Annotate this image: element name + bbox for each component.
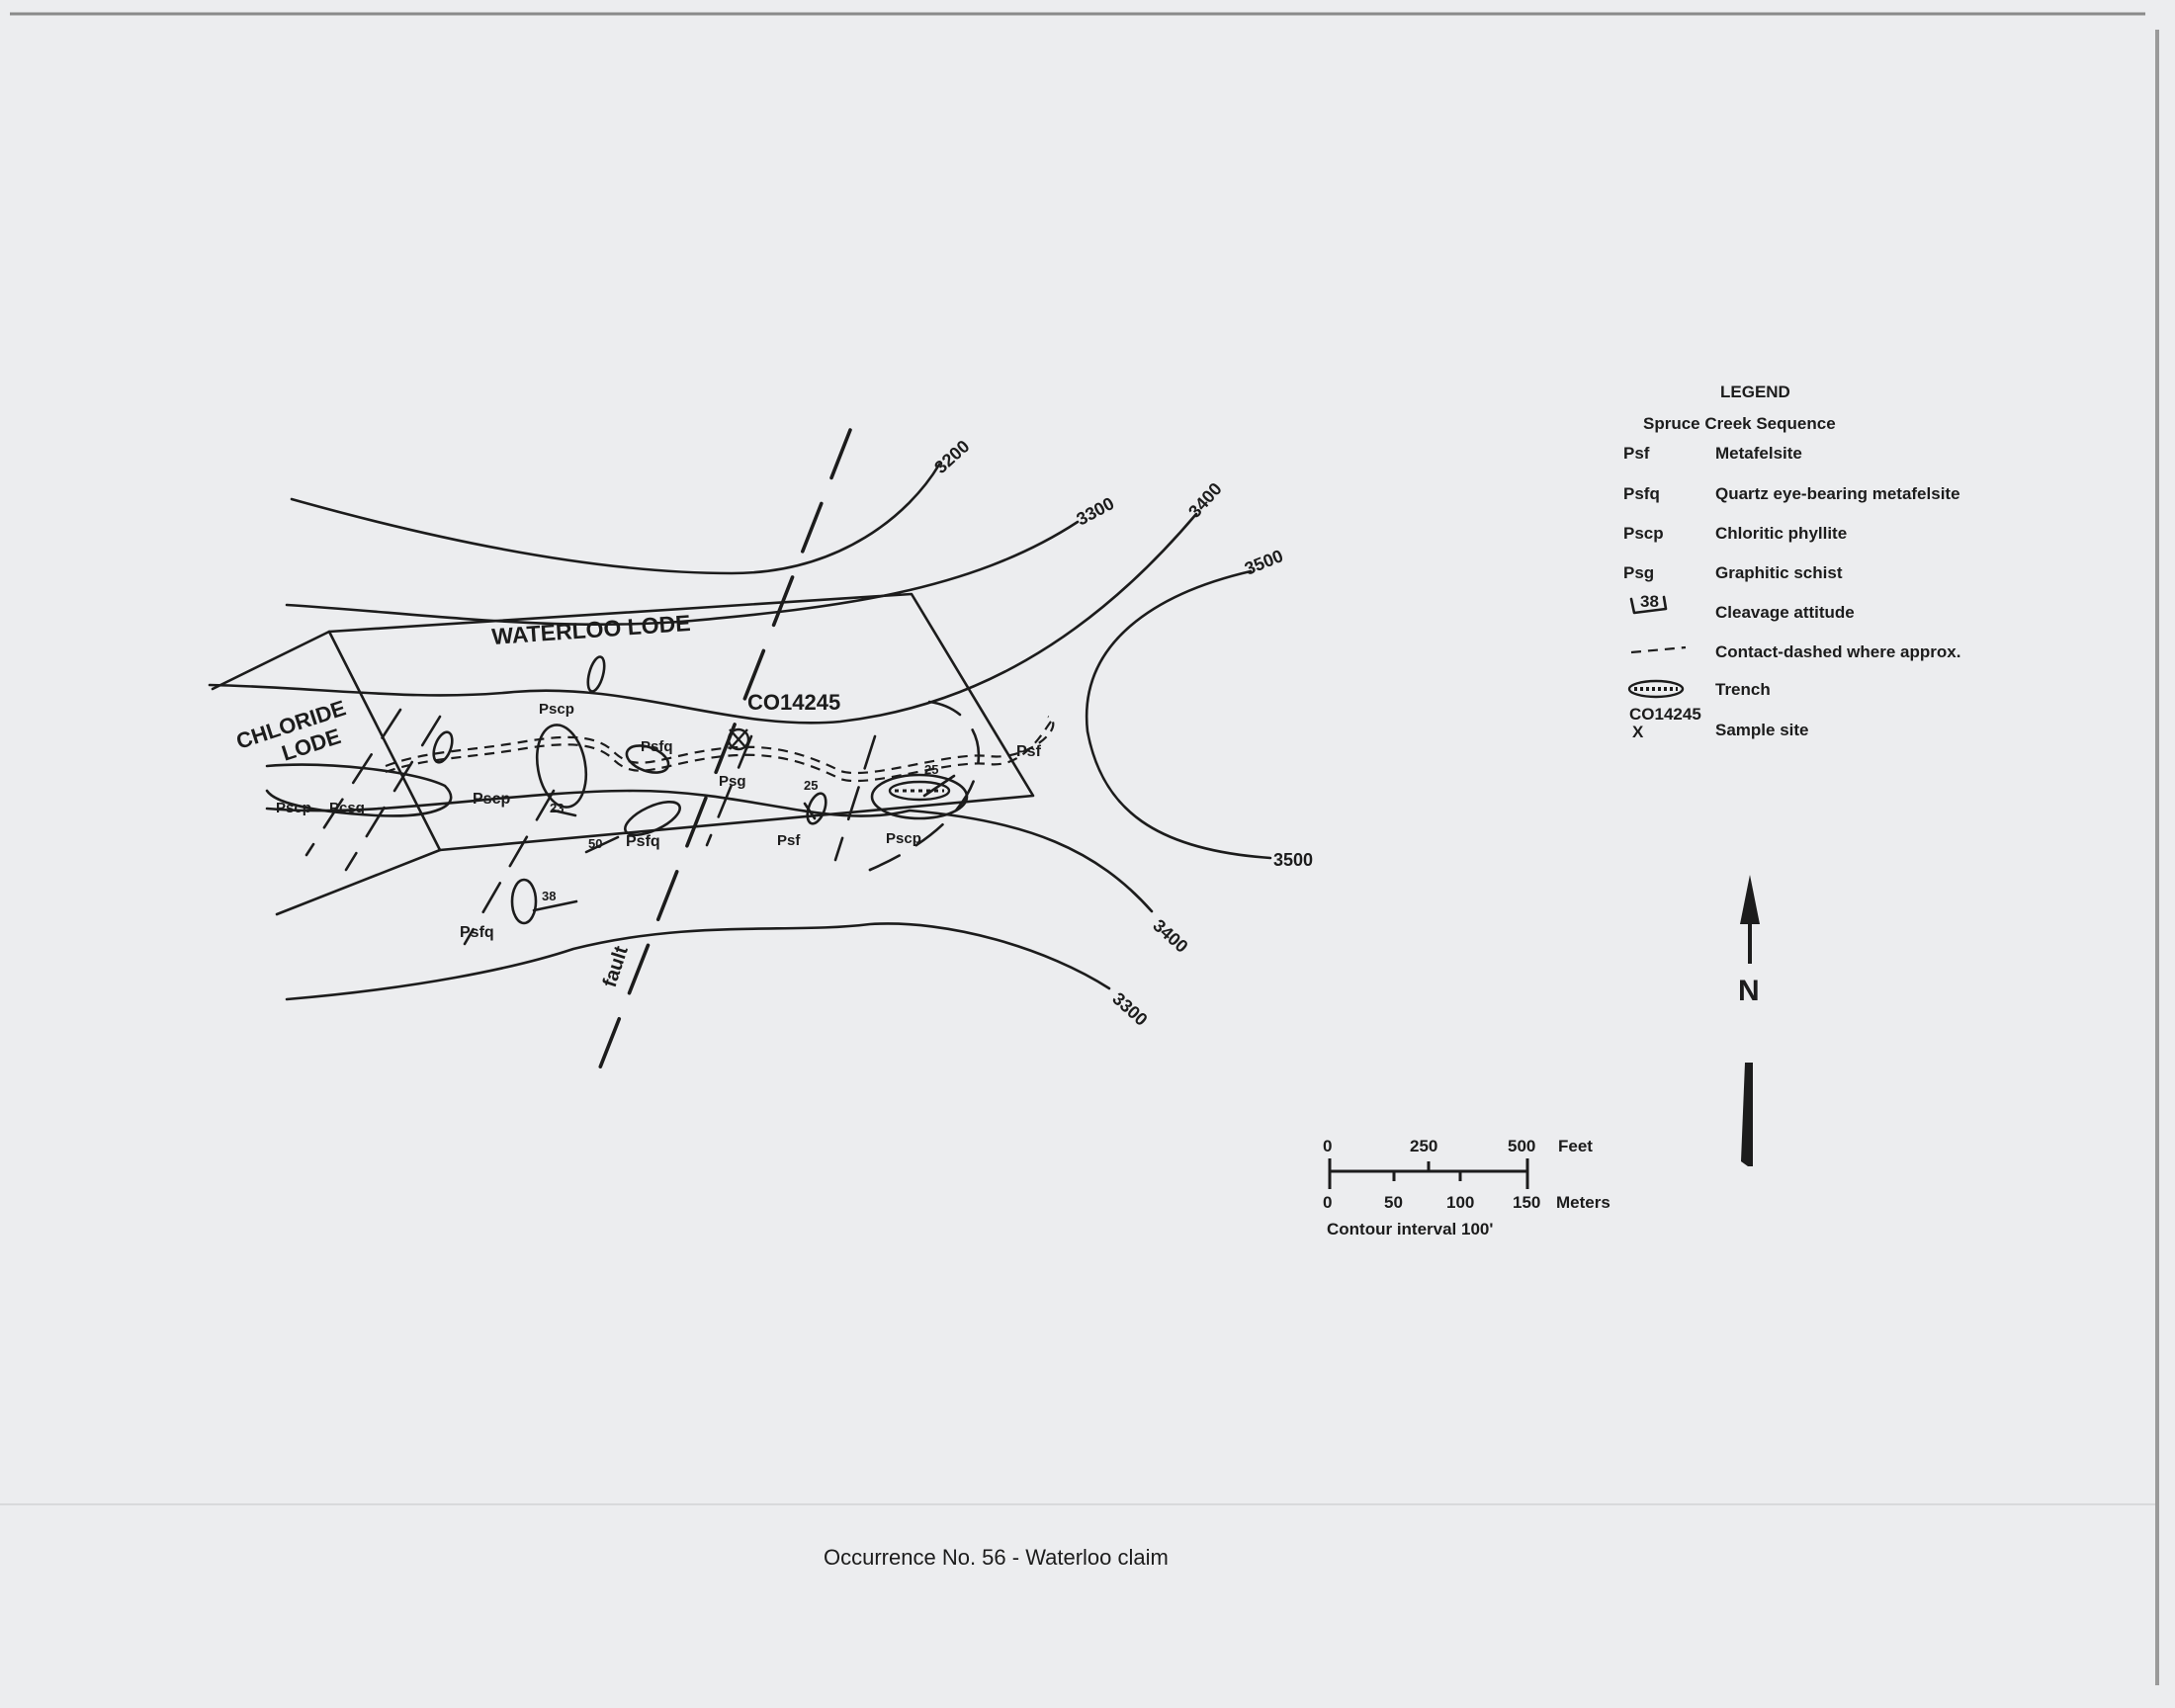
cleavage-tick-23: [552, 809, 577, 817]
figure-caption: Occurrence No. 56 - Waterloo claim: [824, 1545, 1169, 1570]
scale-meters-100: 100: [1446, 1193, 1474, 1212]
legend-code-psg: Psg: [1623, 563, 1654, 582]
sample-site-x: [729, 728, 748, 750]
psf-small-outline: [806, 792, 827, 825]
legend-desc-trench: Trench: [1715, 680, 1771, 699]
unit-label-psf-east: Psf: [1016, 743, 1042, 760]
legend-sample-mark: X: [1632, 723, 1644, 741]
scale-feet-250: 250: [1410, 1137, 1437, 1155]
legend-sample-code: CO14245: [1629, 705, 1701, 724]
legend-desc-sample: Sample site: [1715, 721, 1809, 739]
attitude-label-25-east: 25: [924, 762, 938, 777]
unit-label-pscp-north: Pscp: [539, 701, 574, 718]
contour-label-3300-south: 3300: [1108, 988, 1151, 1030]
map-area: WATERLOO LODE CHLORIDE LODE 3200 3300 34…: [208, 428, 1313, 1074]
psfq-southwest-outline: [510, 878, 538, 925]
legend-cleavage-number: 38: [1640, 592, 1659, 611]
contour-3300-south: [285, 922, 1111, 1001]
unit-label-pscp-west: Pscp: [276, 800, 311, 816]
trench-symbol: [888, 780, 951, 802]
small-outline-west: [432, 730, 454, 764]
lode-south-line: [275, 848, 442, 916]
sample-site-circle: [727, 727, 750, 751]
cleavage-tick-38: [532, 899, 578, 912]
contour-label-3400-north: 3400: [1184, 479, 1226, 522]
unit-label-pcsq: Pcsq: [329, 800, 365, 816]
contour-3400-north: [208, 512, 1198, 725]
unit-label-psf-south: Psf: [777, 832, 801, 849]
attitude-label-23: 23: [550, 801, 564, 815]
unit-label-pscp-east: Pscp: [886, 830, 921, 847]
cleavage-tick-50: [584, 835, 620, 854]
unit-label-psg: Psg: [719, 773, 746, 790]
legend-desc-cleavage: Cleavage attitude: [1715, 603, 1855, 622]
contact-dashed-east: [868, 700, 981, 872]
chloride-lode-boundary: [211, 630, 331, 691]
attitude-label-50: 50: [588, 836, 602, 851]
legend-desc-psfq: Quartz eye-bearing metafelsite: [1715, 484, 1960, 503]
pscp-east-outline: [870, 773, 969, 820]
sample-id-label: CO14245: [747, 690, 840, 715]
scale-feet-unit: Feet: [1558, 1137, 1593, 1155]
contour-label-3200: 3200: [930, 436, 973, 477]
legend-cleavage-symbol: 38: [1629, 592, 1668, 615]
pscp-north-outline: [535, 724, 588, 809]
contour-label-3300-north: 3300: [1073, 493, 1117, 529]
contour-interval-note: Contour interval 100': [1327, 1220, 1493, 1238]
north-arrow: N: [1738, 875, 1760, 1166]
contour-3500: [1085, 569, 1272, 860]
cleavage-east-tick: [922, 774, 956, 798]
contour-label-3500-north: 3500: [1242, 546, 1286, 579]
fault-label: fault: [599, 943, 633, 989]
attitude-label-38: 38: [542, 889, 556, 903]
unit-label-psfq-southwest: Psfq: [460, 924, 494, 941]
legend-sequence: Spruce Creek Sequence: [1643, 414, 1836, 433]
legend-code-pscp: Pscp: [1623, 524, 1664, 543]
scale-meters-unit: Meters: [1556, 1193, 1610, 1212]
contour-3400-south: [265, 789, 1154, 913]
psfq-south-outline: [624, 800, 681, 837]
contact-dashed-3: [463, 789, 556, 946]
legend-code-psf: Psf: [1623, 444, 1650, 463]
legend-trench-symbol: [1627, 679, 1685, 699]
scale-meters-150: 150: [1513, 1193, 1540, 1212]
legend-contact-symbol: [1630, 645, 1687, 654]
legend-code-psfq: Psfq: [1623, 484, 1660, 503]
legend-desc-pscp: Chloritic phyllite: [1715, 524, 1847, 543]
cleavage-tick-25: [803, 802, 817, 820]
scale-meters-0: 0: [1323, 1193, 1332, 1212]
legend: LEGEND Spruce Creek Sequence Psf Metafel…: [1623, 383, 1960, 741]
contact-dashed-1: [304, 708, 402, 857]
scale-feet-0: 0: [1323, 1137, 1332, 1155]
contour-3300-north: [285, 520, 1080, 627]
waterloo-lode-label: WATERLOO LODE: [491, 610, 692, 649]
north-arrow-label: N: [1738, 975, 1760, 1007]
unit-label-pscp-central: Pscp: [473, 791, 510, 808]
fault-line: [596, 428, 852, 1074]
contact-dashed-4: [705, 734, 753, 847]
legend-title: LEGEND: [1720, 383, 1790, 401]
contour-3200: [290, 463, 941, 575]
contact-dashed-2: [344, 715, 442, 872]
attitude-label-25-south: 25: [804, 778, 818, 793]
legend-desc-psg: Graphitic schist: [1715, 563, 1843, 582]
scale-feet-500: 500: [1508, 1137, 1535, 1155]
legend-desc-contact: Contact-dashed where approx.: [1715, 642, 1960, 661]
pscp-west-outline: [265, 763, 453, 817]
unit-label-psfq-north: Psfq: [641, 738, 673, 755]
small-outline-north: [586, 655, 606, 693]
psfq-north-outline: [625, 744, 670, 774]
scale-bar: 0 250 500 Feet 0 50 100 150 Meters Conto…: [1323, 1137, 1610, 1238]
contact-lower: [385, 718, 1054, 783]
contour-label-3500-south: 3500: [1273, 850, 1313, 870]
legend-desc-psf: Metafelsite: [1715, 444, 1802, 463]
unit-label-psfq-south: Psfq: [626, 833, 660, 850]
contour-label-3400-south: 3400: [1149, 915, 1191, 957]
scale-meters-50: 50: [1384, 1193, 1403, 1212]
north-arrow-tail: [1741, 1063, 1753, 1166]
north-arrow-head: [1740, 875, 1760, 924]
contact-dashed-6: [833, 734, 877, 862]
